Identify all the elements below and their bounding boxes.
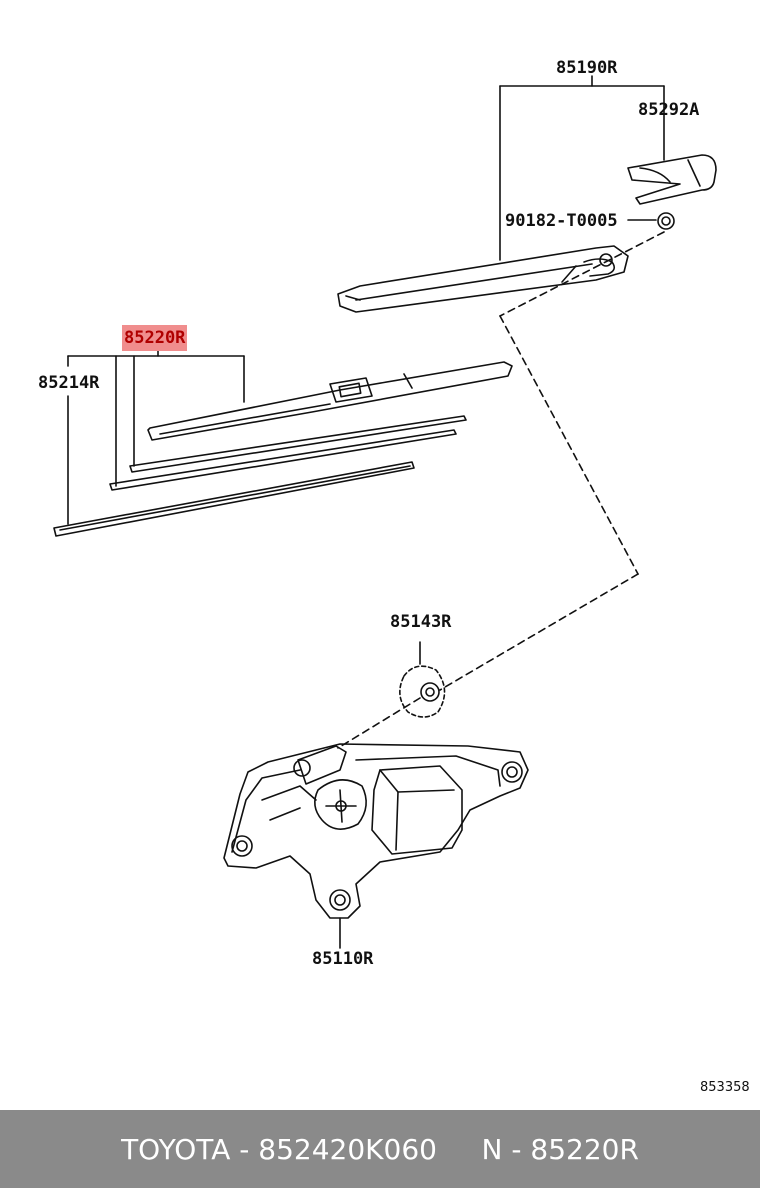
footer-separator-2: -: [502, 1132, 531, 1166]
label-85190R[interactable]: 85190R: [556, 58, 618, 78]
pivot-cap: [399, 641, 446, 718]
leader-85220R: [67, 349, 245, 525]
footer-ref-prefix: N: [481, 1132, 503, 1166]
parts-diagram: [53, 75, 717, 949]
nut: [627, 212, 675, 230]
wiper-blade: [147, 361, 513, 441]
label-85110R[interactable]: 85110R: [312, 949, 374, 969]
label-85143R[interactable]: 85143R: [390, 612, 452, 632]
label-90182-T0005[interactable]: 90182-T0005: [505, 211, 618, 231]
footer-brand: TOYOTA: [121, 1132, 231, 1166]
footer-separator: -: [230, 1132, 259, 1166]
label-85220R[interactable]: 85220R: [122, 325, 188, 351]
footer-ref-part: 85220R: [530, 1132, 639, 1166]
footer-part-number: 852420K060: [258, 1132, 437, 1166]
footer-gap: [437, 1133, 482, 1166]
reference-number: 853358: [700, 1080, 750, 1095]
dashed-leader: [337, 231, 665, 749]
footer-bar: TOYOTA - 852420K060 N - 85220R: [0, 1110, 760, 1188]
blade-rubber: [53, 415, 467, 537]
wiper-arm-cover: [627, 154, 717, 205]
wiper-arm: [337, 245, 629, 313]
label-85214R[interactable]: 85214R: [38, 373, 100, 393]
leader-85190R: [499, 75, 665, 261]
label-85292A[interactable]: 85292A: [638, 100, 700, 120]
wiper-motor: [223, 743, 529, 949]
